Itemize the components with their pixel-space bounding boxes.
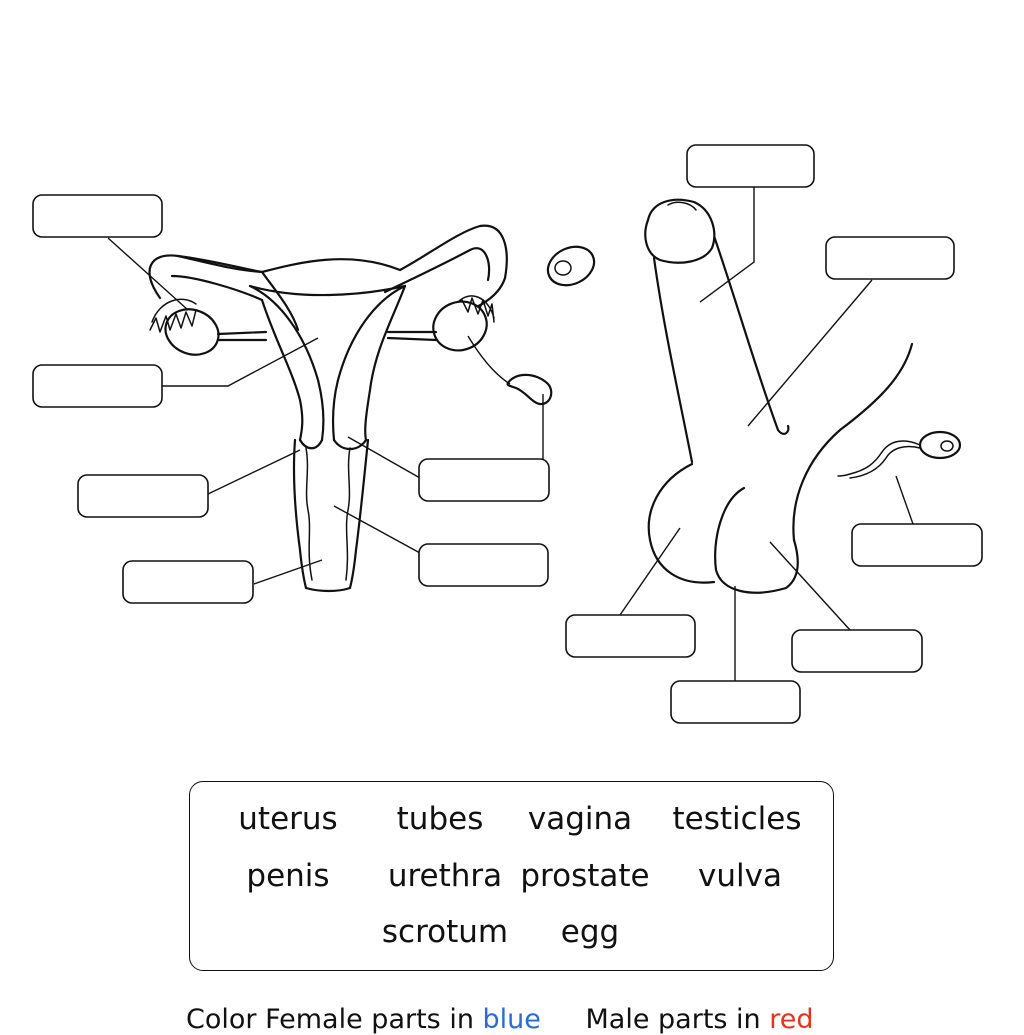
label-box-male-5[interactable] xyxy=(792,630,922,672)
label-box-male-6[interactable] xyxy=(671,681,800,723)
released-egg-icon xyxy=(508,375,552,404)
label-box-female-4[interactable] xyxy=(123,561,253,603)
word-bank-item: egg xyxy=(561,917,619,948)
word-bank-item: vagina xyxy=(528,804,632,835)
label-box-female-6[interactable] xyxy=(419,544,548,586)
female-color-word: blue xyxy=(483,1004,541,1035)
word-bank-item: uterus xyxy=(238,804,337,835)
label-box-male-1[interactable] xyxy=(687,145,814,187)
instructions: Color Female parts in blue Male parts in… xyxy=(186,1006,814,1033)
instruction-lead: Color xyxy=(186,1004,257,1035)
word-bank: uterus tubes vagina testicles penis uret… xyxy=(189,781,834,971)
female-reproductive-system-icon xyxy=(150,226,507,591)
word-bank-item: testicles xyxy=(672,804,801,835)
instruction-male-text: Male parts in xyxy=(586,1004,761,1035)
word-bank-item: scrotum xyxy=(382,917,508,948)
male-color-word: red xyxy=(769,1004,813,1035)
egg-cell-icon xyxy=(542,240,601,293)
label-box-female-2[interactable] xyxy=(33,365,162,407)
label-box-male-3[interactable] xyxy=(852,524,982,566)
word-bank-item: tubes xyxy=(397,804,484,835)
sperm-cell-icon xyxy=(838,432,960,478)
word-bank-item: urethra xyxy=(388,861,502,892)
label-box-female-1[interactable] xyxy=(33,195,162,237)
label-box-female-5[interactable] xyxy=(419,459,549,501)
leader-lines xyxy=(108,186,913,681)
label-box-male-2[interactable] xyxy=(826,237,954,279)
label-box-male-4[interactable] xyxy=(566,615,695,657)
word-bank-item: vulva xyxy=(698,861,782,892)
word-bank-item: prostate xyxy=(520,861,649,892)
label-box-female-3[interactable] xyxy=(78,475,208,517)
word-bank-item: penis xyxy=(246,861,329,892)
instruction-female-text: Female parts in xyxy=(265,1004,474,1035)
